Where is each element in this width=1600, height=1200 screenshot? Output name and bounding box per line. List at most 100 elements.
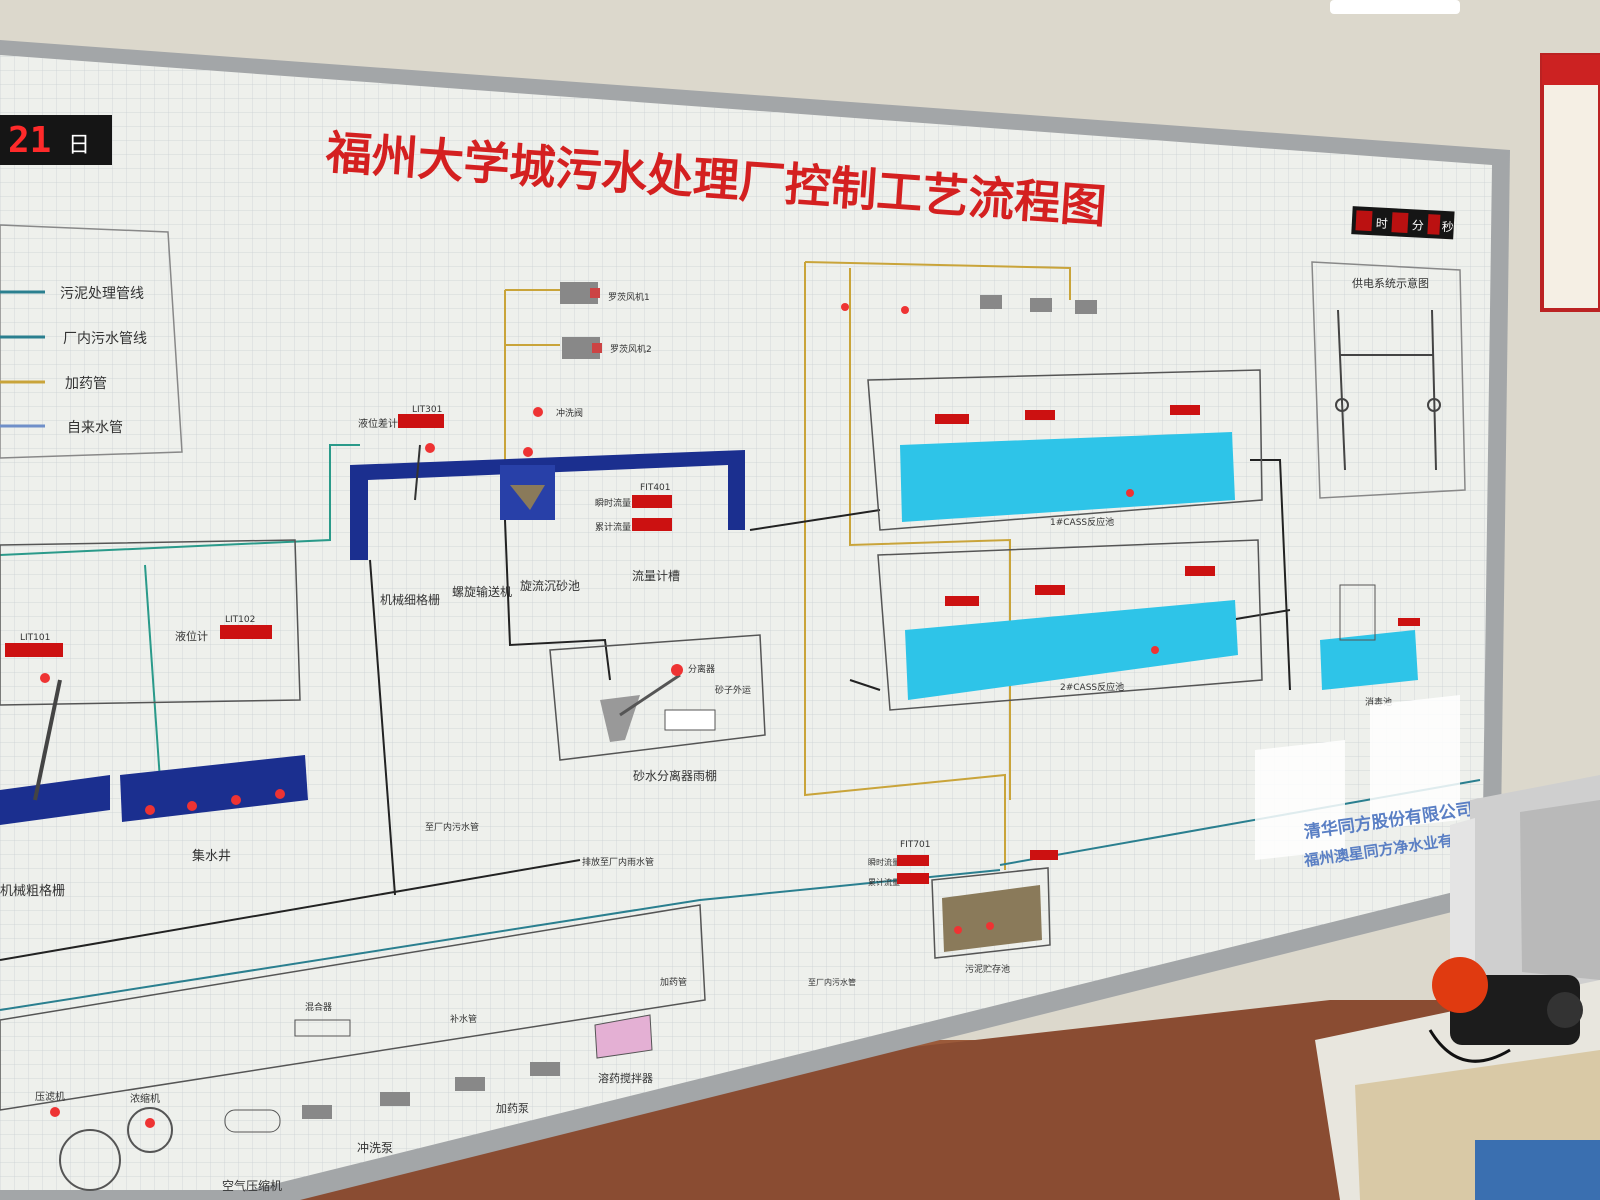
sludge-tank — [931, 850, 1058, 959]
transformer-1-icon — [1335, 398, 1349, 412]
blower-1: 罗茨风机1 — [560, 282, 650, 304]
disinfection-display — [1398, 618, 1420, 626]
dewatering-area — [0, 904, 706, 1191]
valve-2-icon — [901, 306, 909, 314]
cass-1-label: 1#CASS反应池 — [1050, 516, 1114, 528]
pipe-air-4 — [804, 261, 1071, 300]
transformer-2-icon — [1427, 398, 1441, 412]
lit301-display — [398, 414, 444, 428]
sand-shed-outline — [549, 634, 766, 761]
crt-monitor — [1450, 775, 1600, 1005]
clock-sec-unit: 秒 — [1441, 220, 1454, 235]
power-title: 供电系统示意图 — [1352, 276, 1429, 290]
pipe-drain-2 — [369, 559, 396, 896]
filter-press-label: 压滤机 — [35, 1090, 65, 1103]
headworks-channel — [350, 443, 745, 560]
sand-shed-label: 砂水分离器雨棚 — [633, 768, 717, 783]
sump-pump-2 — [187, 801, 197, 811]
pipe-sludge-1 — [0, 444, 360, 556]
power-bus-right — [1431, 309, 1437, 471]
cass-tank-1 — [867, 369, 1263, 531]
fit401-tag: FIT401 — [640, 483, 671, 493]
clock-display: 时 分 秒 — [1351, 206, 1455, 240]
legend: 污泥处理管线 厂内污水管线 加药管 自来水管 — [0, 224, 183, 459]
cass-1-do-display-1 — [935, 414, 969, 424]
separator-conveyor — [619, 673, 681, 717]
date-display — [0, 115, 112, 165]
uv-unit — [1339, 584, 1376, 641]
pipe-out-1 — [1250, 459, 1291, 691]
fit401-instant-display — [632, 495, 672, 508]
date-digits: 21 — [8, 120, 51, 161]
pipe-air-3 — [804, 262, 1006, 870]
cass-2-outline — [877, 539, 1263, 711]
blower-1-body — [560, 282, 598, 304]
fit701-total-label: 累计流量 — [868, 877, 900, 887]
monitor-vent — [1520, 800, 1600, 980]
sludge-tank-outline — [931, 867, 1051, 959]
to-sewer-2-label: 至厂内污水管 — [808, 977, 856, 987]
air-compressor-label: 空气压缩机 — [222, 1178, 282, 1193]
monitor-side — [1450, 818, 1475, 975]
coarse-screen-label: 机械粗格栅 — [0, 883, 65, 899]
sludge-level-display — [1030, 850, 1058, 860]
legend-label-1: 厂内污水管线 — [63, 331, 147, 347]
sludge-pump-1 — [954, 926, 962, 934]
fit401-total-label: 累计流量 — [595, 521, 631, 533]
aerator-1 — [980, 295, 1002, 309]
power-frame — [1311, 261, 1466, 499]
camera-strap — [1428, 1029, 1511, 1063]
cass-1-pump-indicator — [1126, 489, 1134, 497]
sand-separator: 分离器 砂子外运 — [549, 634, 766, 761]
fine-screen-indicator — [425, 443, 435, 453]
lit102-tag: LIT102 — [225, 615, 255, 625]
legend-label-3: 自来水管 — [67, 420, 123, 436]
fit701-total-display — [897, 873, 929, 884]
fit701-instant-display — [897, 855, 929, 866]
wash-pump-2 — [380, 1092, 410, 1106]
camera — [1428, 957, 1583, 1063]
blower-2: 罗茨风机2 — [562, 337, 652, 359]
clock-hour-unit: 时 — [1375, 216, 1388, 231]
cass-1-water — [900, 432, 1235, 522]
pipe-sludge-2 — [144, 564, 161, 781]
disinfection-tank — [1320, 584, 1420, 690]
dosing-pump-1 — [455, 1077, 485, 1091]
filter-press-roller — [59, 1129, 121, 1191]
sun-patch-1 — [1255, 740, 1345, 860]
clock-sec-led — [1427, 214, 1441, 235]
sun-patch-2 — [1370, 695, 1460, 830]
aerator-2 — [1030, 298, 1052, 312]
pipe-air-2 — [505, 289, 560, 346]
thickener-indicator — [145, 1118, 155, 1128]
clock-min-led — [1391, 212, 1409, 234]
lit101-tag: LIT101 — [20, 633, 50, 643]
lit102-label: 液位计 — [175, 629, 208, 643]
pipe-link — [849, 679, 881, 691]
flush-valve-icon — [533, 407, 543, 417]
camera-red-cap — [1432, 957, 1488, 1013]
coarse-screen-rake — [33, 679, 62, 801]
cass-2-do-display-1 — [945, 596, 979, 606]
separator-indicator — [671, 664, 683, 676]
blower-1-label: 罗茨风机1 — [608, 291, 650, 303]
cass-1-do-display-2 — [1170, 405, 1200, 415]
coarse-screen-indicator — [40, 673, 50, 683]
dissolve-tank — [594, 1014, 653, 1059]
board-grid — [0, 55, 1492, 1190]
grit-chamber-label: 旋流沉砂池 — [520, 579, 580, 593]
cass-tank-2 — [877, 539, 1263, 711]
aeration-blowers — [841, 295, 1097, 314]
blower-2-motor — [592, 343, 602, 353]
to-sewer-label: 至厂内污水管 — [425, 821, 479, 833]
dosing-pump-2 — [530, 1062, 560, 1076]
legend-frame — [0, 224, 183, 459]
separator-label: 分离器 — [688, 663, 715, 675]
filter-press-indicator — [50, 1107, 60, 1117]
pipe-drain-3 — [504, 519, 611, 681]
camera-lens — [1547, 992, 1583, 1028]
grit-cone — [510, 485, 545, 510]
flow-channel-label: 流量计槽 — [632, 569, 680, 583]
pipe-drain-4 — [749, 509, 881, 531]
aerator-3 — [1075, 300, 1097, 314]
